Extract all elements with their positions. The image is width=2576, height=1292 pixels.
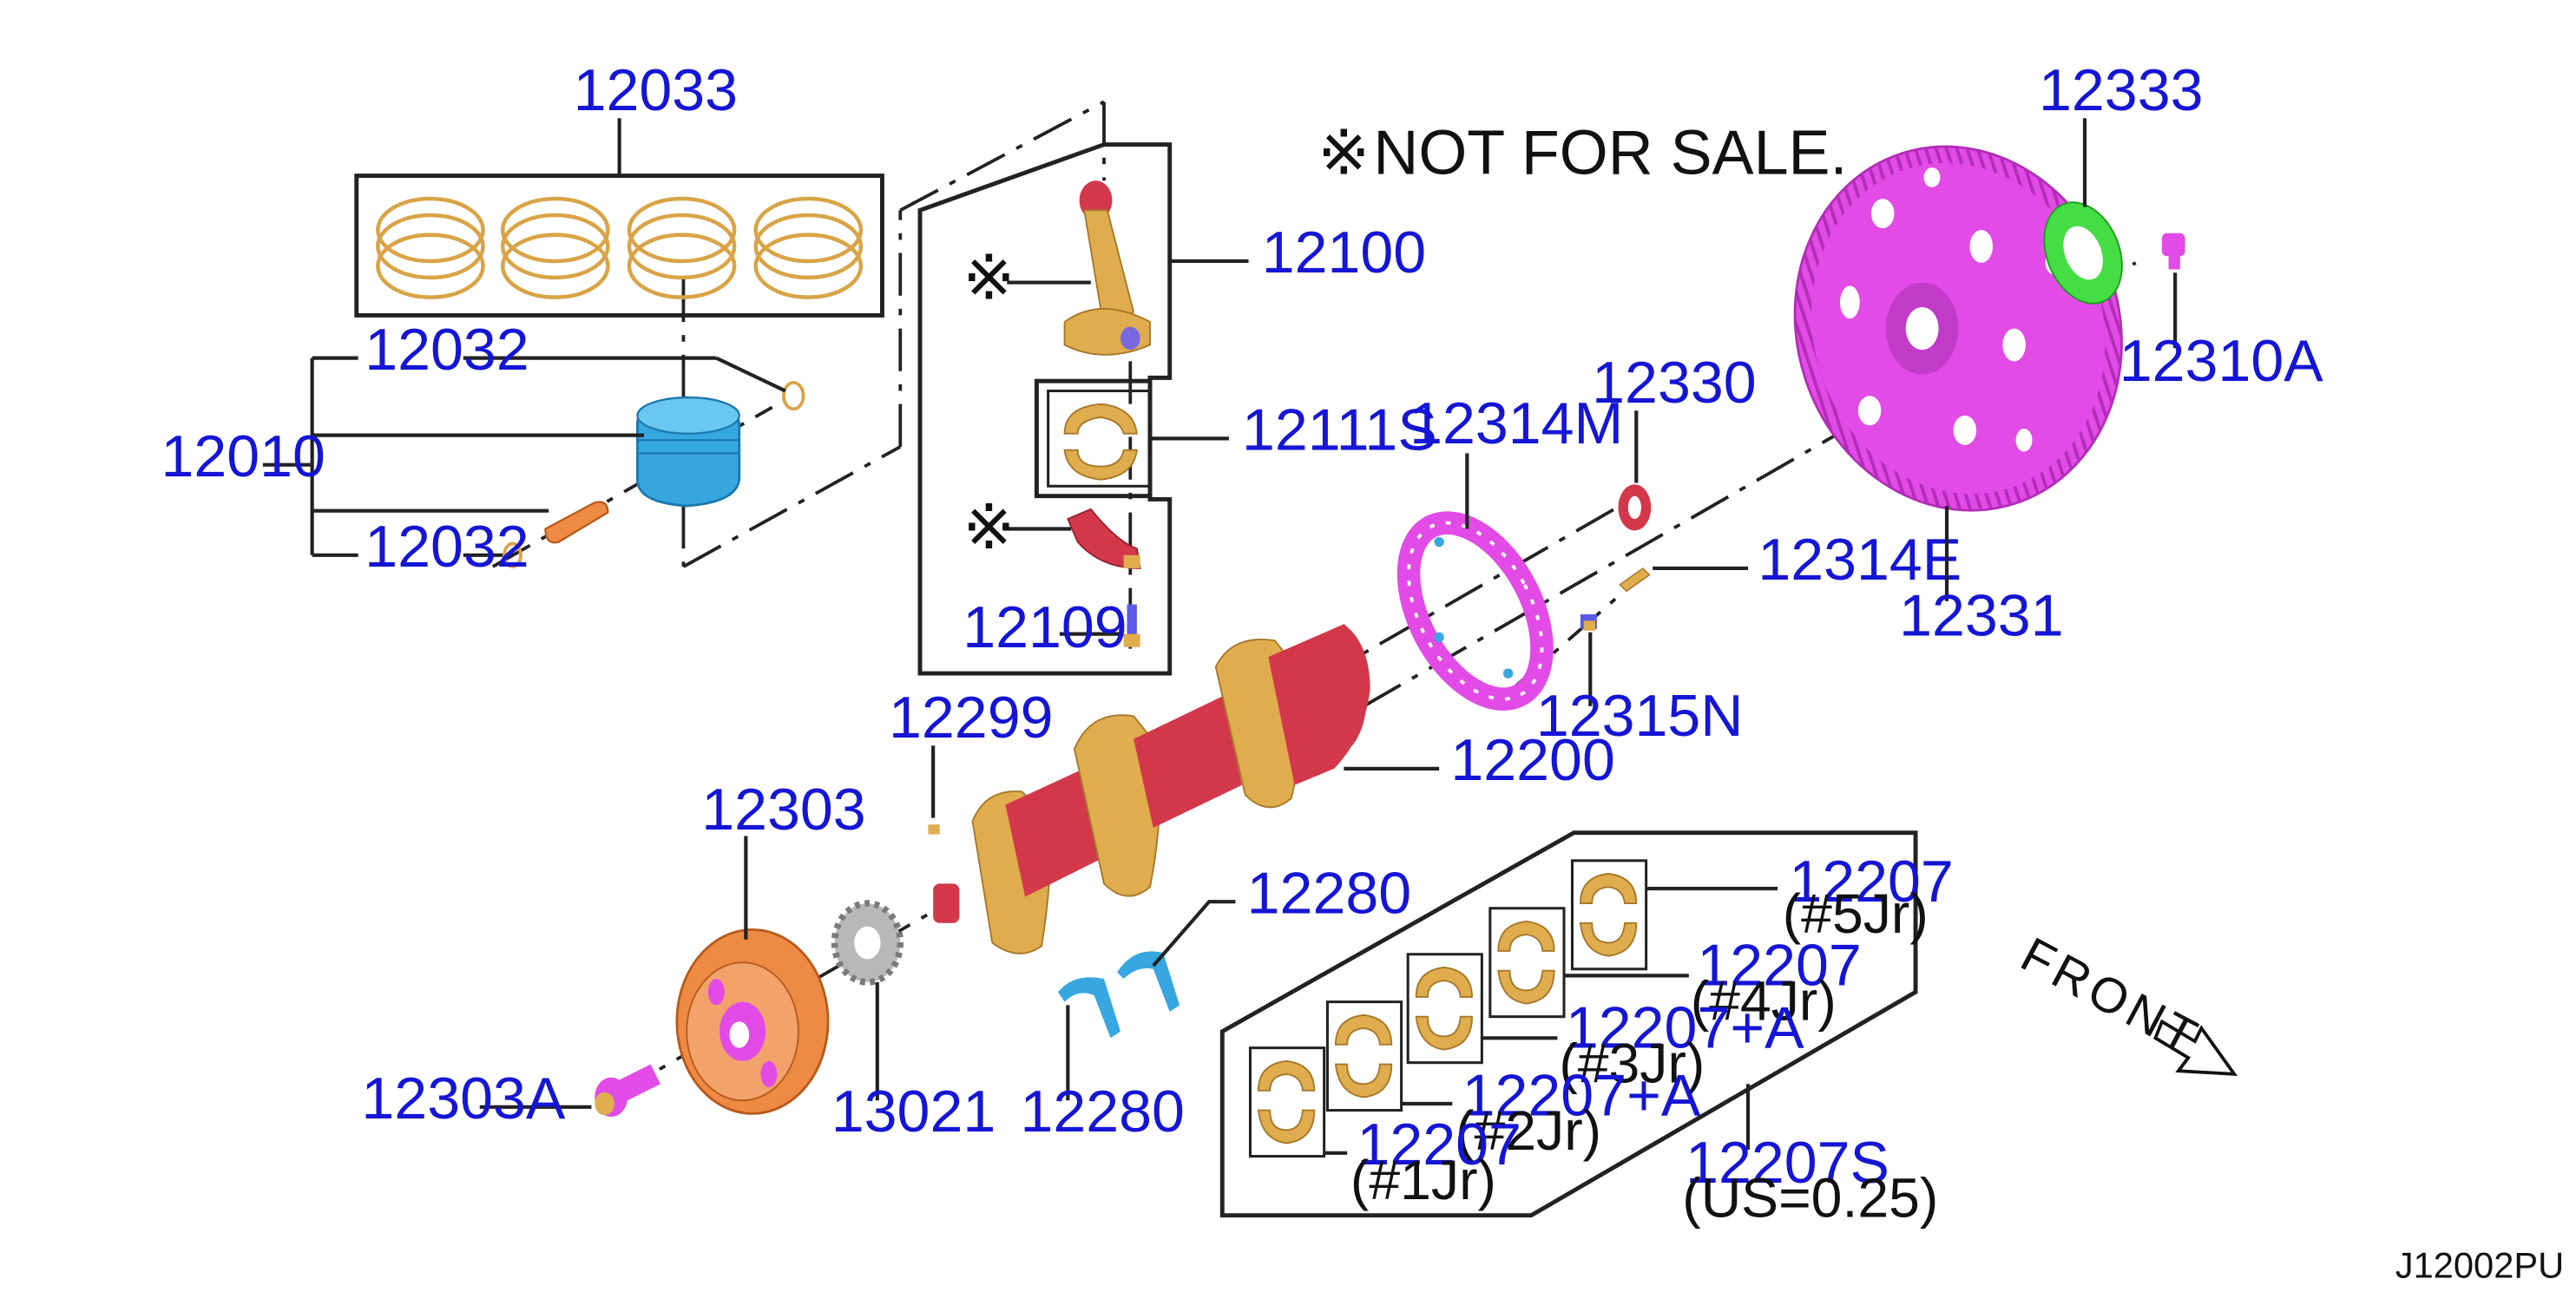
piston-ring-set[interactable] bbox=[376, 196, 864, 299]
drive-plate-bolt[interactable] bbox=[2162, 233, 2185, 270]
callout-12331[interactable]: 12331 bbox=[1899, 583, 2063, 649]
dowel-pin[interactable] bbox=[1619, 567, 1651, 593]
piston-assembly: 12032 12010 12032 bbox=[161, 317, 805, 580]
callout-12303A[interactable]: 12303A bbox=[361, 1066, 565, 1131]
connecting-rod[interactable] bbox=[1063, 180, 1151, 356]
oil-seal[interactable] bbox=[1618, 484, 1652, 531]
callout-12299[interactable]: 12299 bbox=[889, 685, 1053, 751]
main-bearing-1[interactable] bbox=[1248, 1046, 1326, 1158]
thrust-washer-bottom[interactable] bbox=[1058, 977, 1120, 1039]
callout-12032-bottom[interactable]: 12032 bbox=[365, 514, 529, 580]
front-label: FRONT bbox=[2012, 928, 2209, 1067]
diagram-code: J12002PU bbox=[2395, 1245, 2564, 1286]
piston-rings-group: 12033 bbox=[354, 57, 884, 318]
not-for-sale-marker-cap: ※ bbox=[963, 493, 1015, 562]
piston-pin[interactable] bbox=[544, 501, 609, 544]
callout-12315N[interactable]: 12315N bbox=[1536, 683, 1744, 749]
undersize-label: (US=0.25) bbox=[1682, 1167, 1938, 1230]
signal-plate-bolt[interactable] bbox=[1580, 613, 1597, 631]
connecting-rod-cap[interactable] bbox=[1067, 508, 1141, 569]
callout-12303[interactable]: 12303 bbox=[701, 777, 865, 843]
rear-parts: 12314M 12330 12314E 12315N bbox=[1381, 57, 2323, 749]
main-bearing-5[interactable] bbox=[1570, 859, 1648, 971]
callout-12207A-2jr[interactable]: 12207+A bbox=[1462, 1062, 1701, 1128]
snap-ring-bottom[interactable] bbox=[503, 541, 522, 568]
journal-label-5: (#5Jr) bbox=[1783, 882, 1929, 945]
callout-12207-4jr[interactable]: 12207 bbox=[1697, 933, 1861, 999]
journal-label-1: (#1Jr) bbox=[1350, 1149, 1496, 1211]
callout-12280-top[interactable]: 12280 bbox=[1247, 860, 1411, 926]
main-bearing-box bbox=[1219, 830, 1918, 1218]
crankshaft-sprocket[interactable] bbox=[831, 900, 904, 986]
callout-12100[interactable]: 12100 bbox=[1262, 220, 1426, 285]
journal-label-2: (#2Jr) bbox=[1456, 1099, 1601, 1162]
callout-12109[interactable]: 12109 bbox=[963, 594, 1127, 660]
main-bearing-4[interactable] bbox=[1488, 907, 1566, 1019]
note-text: NOT FOR SALE. bbox=[1373, 119, 1847, 188]
callout-12010[interactable]: 12010 bbox=[161, 423, 325, 489]
callout-12333[interactable]: 12333 bbox=[2039, 57, 2203, 123]
journal-label-3: (#3Jr) bbox=[1559, 1032, 1705, 1094]
front-arrow-icon bbox=[2153, 1019, 2238, 1077]
woodruff-key[interactable] bbox=[928, 824, 940, 835]
callout-12330[interactable]: 12330 bbox=[1592, 350, 1756, 416]
connecting-rod-bolt[interactable] bbox=[1123, 604, 1140, 647]
connecting-rod-bearing[interactable] bbox=[1063, 403, 1138, 481]
note: ※ NOT FOR SALE. bbox=[1318, 119, 1847, 188]
main-bearing-3[interactable] bbox=[1406, 953, 1483, 1065]
callout-12207A-3jr[interactable]: 12207+A bbox=[1566, 995, 1804, 1061]
thrust-washer-top[interactable] bbox=[1117, 951, 1180, 1012]
callout-12200[interactable]: 12200 bbox=[1450, 727, 1614, 793]
journal-label-4: (#4Jr) bbox=[1691, 969, 1837, 1032]
callout-13021[interactable]: 13021 bbox=[831, 1079, 996, 1144]
not-for-sale-marker-rod: ※ bbox=[963, 244, 1015, 313]
connecting-rod-group: ※ 12100 12111S ※ 12109 bbox=[917, 142, 1437, 676]
callout-12032-top[interactable]: 12032 bbox=[365, 317, 529, 383]
reinforcement-plate[interactable] bbox=[2030, 191, 2137, 316]
pulley-bolt[interactable] bbox=[595, 1064, 660, 1118]
signal-plate[interactable] bbox=[1381, 501, 1569, 721]
callout-12033[interactable]: 12033 bbox=[574, 57, 738, 123]
callout-12314M[interactable]: 12314M bbox=[1410, 390, 1623, 456]
crankshaft[interactable] bbox=[933, 624, 1370, 954]
callout-12314E[interactable]: 12314E bbox=[1758, 527, 1962, 593]
main-bearing-2[interactable] bbox=[1325, 1000, 1403, 1112]
callout-12111S[interactable]: 12111S bbox=[1242, 397, 1437, 463]
snap-ring-top[interactable] bbox=[782, 381, 805, 411]
crankshaft-pulley[interactable] bbox=[675, 928, 830, 1115]
callout-12207S[interactable]: 12207S bbox=[1686, 1130, 1889, 1196]
note-symbol: ※ bbox=[1318, 119, 1370, 188]
drive-plate[interactable] bbox=[1748, 104, 2168, 554]
piston[interactable] bbox=[636, 396, 741, 508]
piston-rings-box bbox=[354, 174, 884, 318]
callout-12310A[interactable]: 12310A bbox=[2119, 328, 2323, 394]
callout-12207-5jr[interactable]: 12207 bbox=[1789, 849, 1953, 915]
main-bearing-set: 12207 (#5Jr) 12207 (#4Jr) 12207+A (#3Jr)… bbox=[1219, 830, 1954, 1230]
front-indicator: FRONT bbox=[2012, 928, 2238, 1077]
callout-12207-1jr[interactable]: 12207 bbox=[1357, 1112, 1521, 1177]
callout-12280-bottom[interactable]: 12280 bbox=[1020, 1079, 1184, 1144]
